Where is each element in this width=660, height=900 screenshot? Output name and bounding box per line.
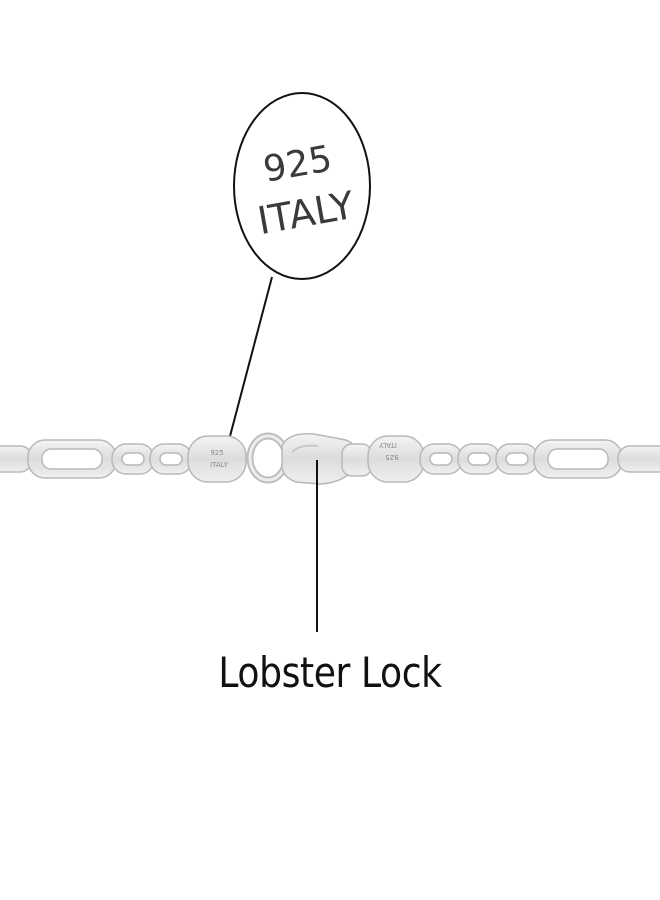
chain-stamp-right-line2: ITALY — [378, 441, 397, 449]
lobster-clasp — [281, 433, 373, 485]
lobster-lock-label: Lobster Lock — [218, 648, 442, 697]
magnifier-ellipse — [233, 92, 371, 280]
chain-left-segment — [0, 435, 247, 483]
chain-stamp-left-line2: ITALY — [210, 461, 229, 469]
chain-right-segment — [367, 435, 660, 483]
magnified-stamp-callout: 925 ITALY — [233, 92, 371, 280]
chain-stamp-right-line1: 925 — [385, 453, 398, 461]
chain-stamp-left-line1: 925 — [210, 449, 223, 457]
figaro-chain: 925 ITALY 925 ITALY — [0, 432, 660, 485]
stamp-leader-line — [228, 276, 273, 441]
jump-ring — [246, 432, 290, 484]
